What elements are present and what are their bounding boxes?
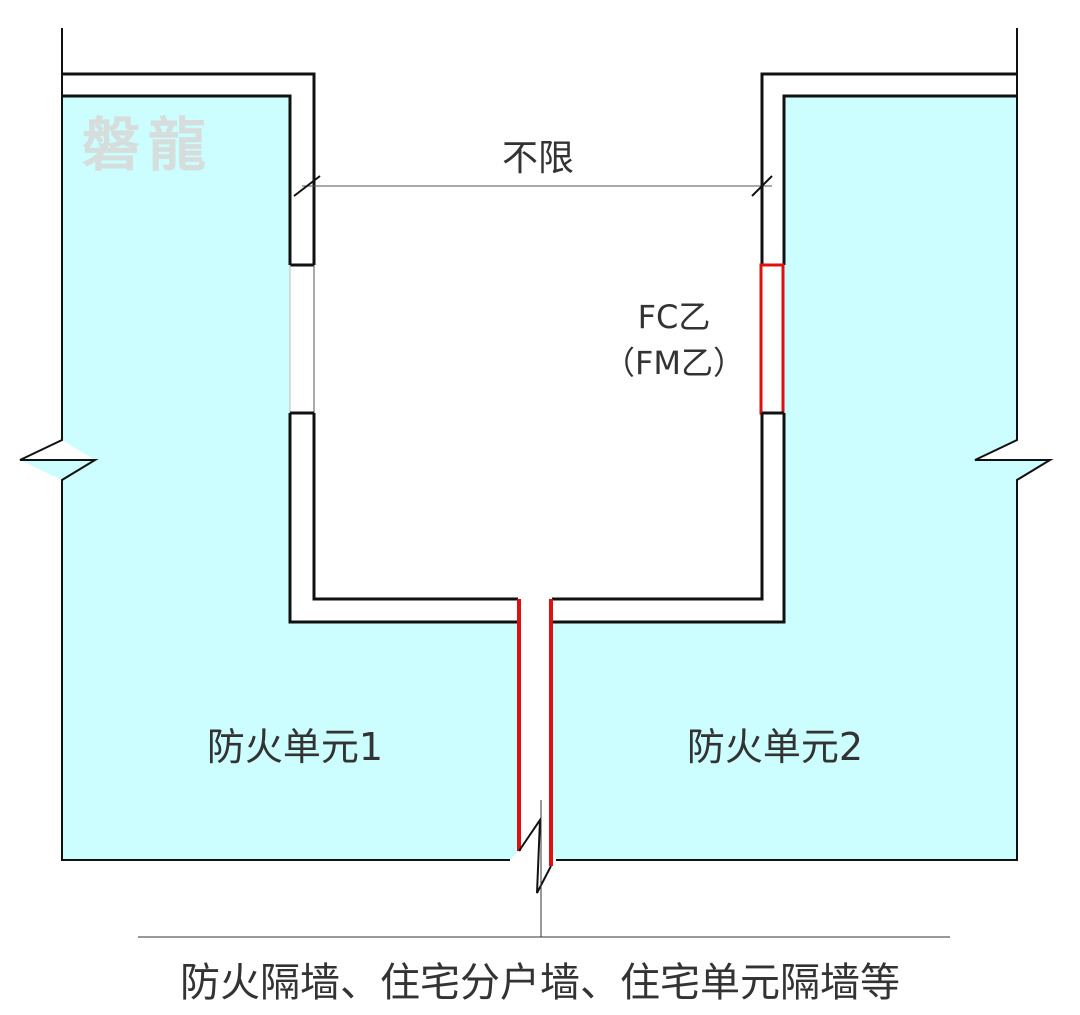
fire-unit-2-label: 防火单元2 xyxy=(687,725,863,769)
window-label-fc: FC乙 xyxy=(638,298,711,336)
watermark-logo: 磐龍 xyxy=(82,111,214,179)
right-lower-wall-inner xyxy=(552,413,764,601)
right-lower-wall-outer xyxy=(552,413,786,624)
left-lower-wall-outer xyxy=(288,413,518,624)
fire-rated-window xyxy=(759,263,785,415)
right-top-wall xyxy=(760,72,1017,265)
fire-unit-1-label: 防火单元1 xyxy=(207,725,383,769)
dimension-label: 不限 xyxy=(502,138,574,179)
left-top-wall xyxy=(62,72,316,265)
left-lower-wall-inner xyxy=(312,413,518,601)
dimension-tick-left xyxy=(293,175,321,197)
left-boundary-line xyxy=(19,28,510,861)
fire-unit-2-zone xyxy=(552,96,1050,860)
left-top-wall-inner xyxy=(62,94,292,265)
right-boundary-line xyxy=(556,28,1054,861)
fire-unit-1-zone xyxy=(20,96,518,860)
caption: 防火隔墙、住宅分户墙、住宅单元隔墙等 xyxy=(180,960,900,1006)
right-top-wall-inner xyxy=(782,94,1017,265)
dimension-tick-right xyxy=(751,175,773,197)
fire-wall-break-symbol xyxy=(518,816,552,894)
window-label-fm: （FM乙） xyxy=(603,344,745,382)
